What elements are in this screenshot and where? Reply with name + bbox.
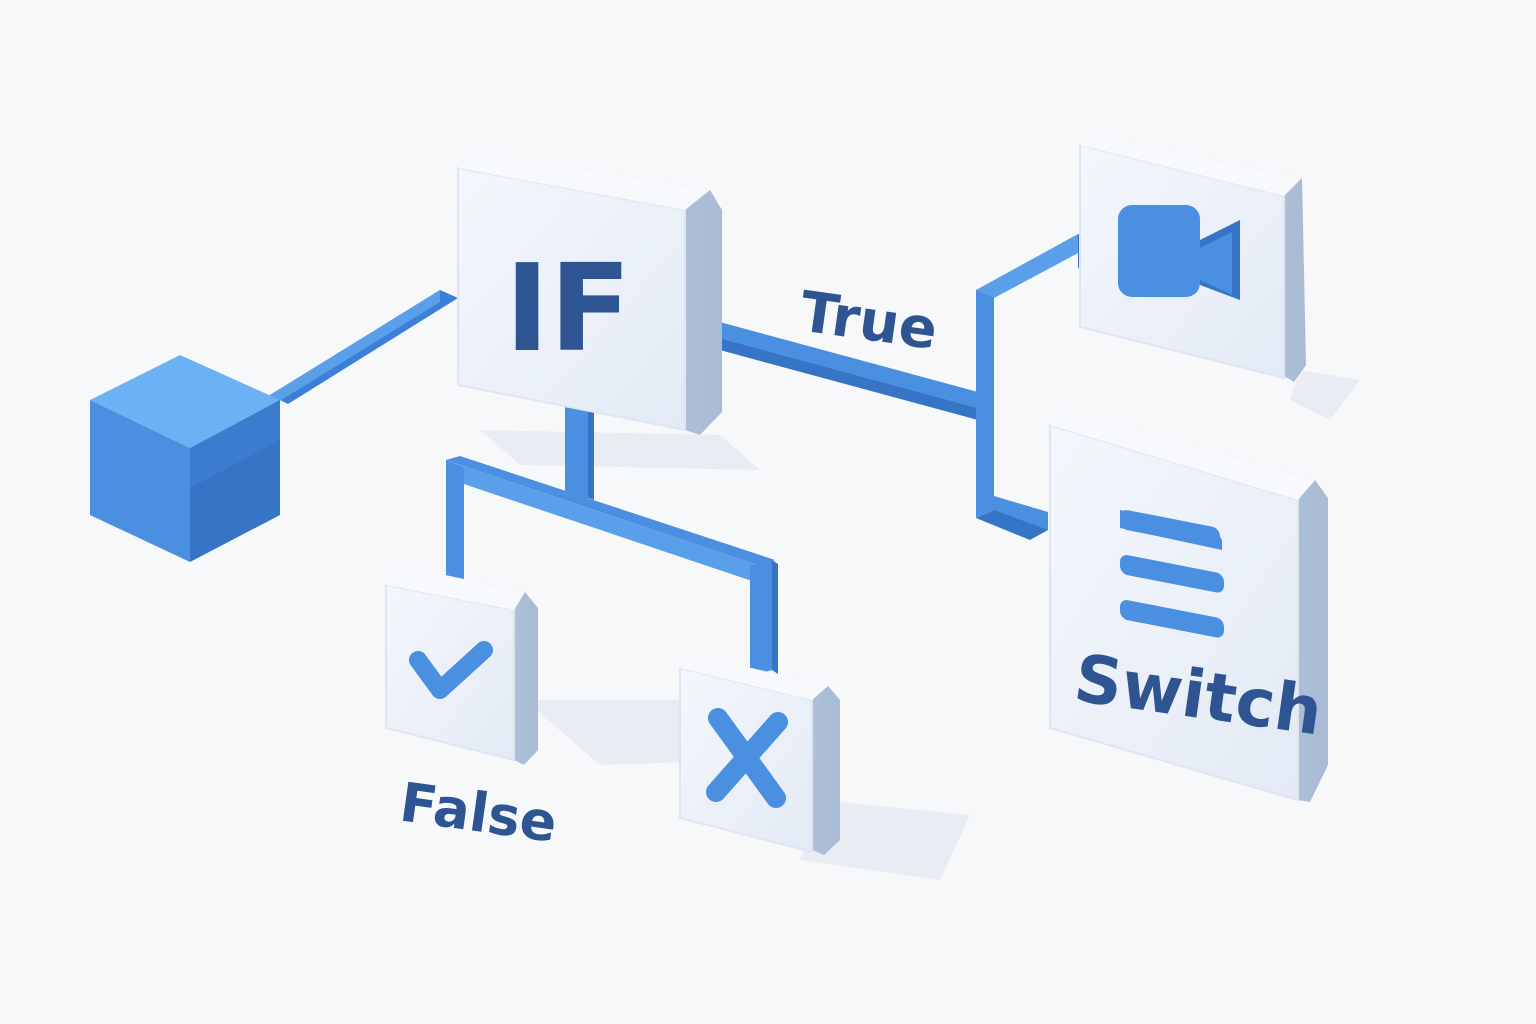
video-camera-icon <box>1118 205 1240 300</box>
connector-true <box>705 318 978 420</box>
if-node[interactable]: IF <box>457 150 722 435</box>
cube-icon <box>90 355 280 562</box>
false-label: False <box>396 770 561 854</box>
cross-node[interactable] <box>679 654 840 855</box>
checkmark-icon <box>409 641 493 699</box>
video-node[interactable] <box>1079 135 1306 382</box>
connector-cube-to-if <box>270 290 458 407</box>
connectors <box>270 234 1082 676</box>
x-icon <box>706 708 788 808</box>
check-node[interactable] <box>385 565 538 765</box>
switch-node[interactable]: Switch <box>1049 410 1328 802</box>
if-label: IF <box>505 240 632 379</box>
menu-lines-icon <box>1120 510 1224 638</box>
connector-false <box>446 405 778 676</box>
